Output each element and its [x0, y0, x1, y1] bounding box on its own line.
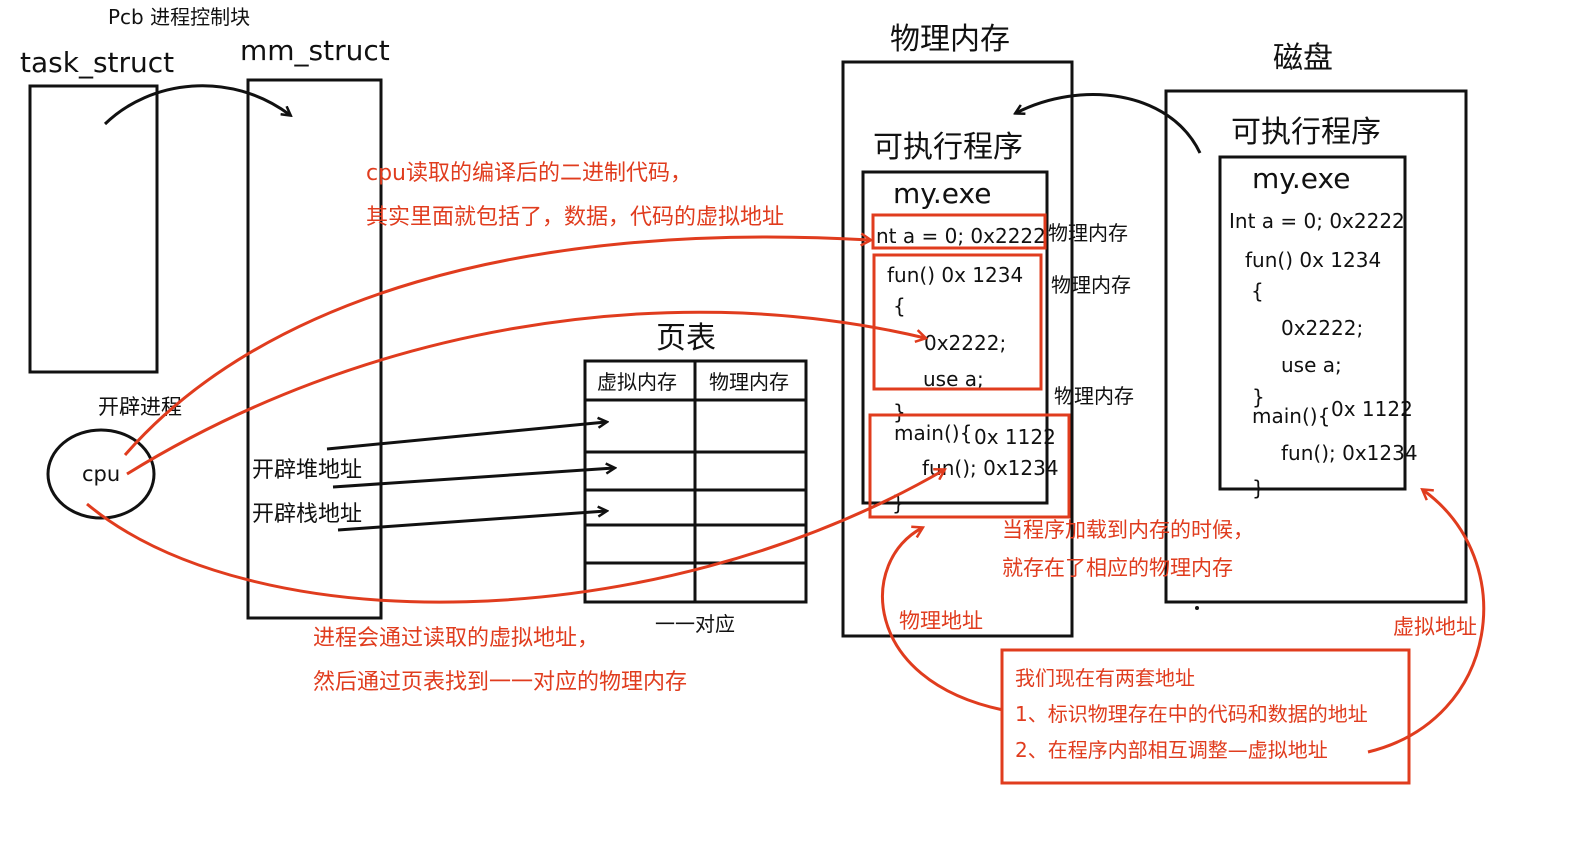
summary-line: 1、标识物理存在中的代码和数据的地址 [1015, 702, 1368, 726]
disk-code-line: use a; [1281, 353, 1342, 377]
summary-line: 2、在程序内部相互调整—虚拟地址 [1015, 738, 1328, 762]
disk-code-line: fun(); 0x1234 [1281, 441, 1418, 465]
mm-to-table-arrow-3 [337, 511, 606, 532]
note-cpu-read: cpu读取的编译后的二进制代码， [366, 161, 692, 186]
highlight-int-a [871, 213, 1047, 250]
page-table-col-virtual: 虚拟内存 [597, 370, 677, 394]
disk-exe-box [1218, 155, 1407, 491]
physical-code-line: 0x2222; [924, 331, 1006, 355]
task-to-mm-arrow [103, 84, 290, 126]
disk-code-line: fun() 0x 1234 [1245, 248, 1381, 272]
physical-code-line: { [893, 294, 906, 318]
disk-code-line: 0x2222; [1281, 316, 1363, 340]
physical-code-line: } [893, 400, 906, 424]
summary-to-memory-arrow [881, 528, 1004, 712]
page-table-col-physical: 物理内存 [709, 370, 789, 394]
summary-to-disk-arrow [1367, 490, 1486, 754]
physical-side-label: 物理内存 [1054, 384, 1134, 408]
physical-side-label: 物理内存 [1051, 273, 1131, 297]
physical-code-line: fun(); 0x1234 [922, 456, 1059, 480]
highlight-main [868, 413, 1071, 519]
physical-code-line: use a; [923, 367, 984, 391]
disk-to-memory-arrow [1016, 93, 1202, 154]
disk-code-line: Int a = 0; 0x2222 [1229, 209, 1405, 233]
cpu-to-main-arrow [86, 470, 944, 604]
physical-exe-filename: my.exe [893, 177, 991, 210]
disk-dot [1195, 606, 1199, 610]
note-process: 进程会通过读取的虚拟地址， [313, 626, 599, 651]
mm-struct-box [246, 78, 383, 620]
note-cpu-read: 其实里面就包括了，数据，代码的虚拟地址 [366, 205, 784, 230]
note-physical-address: 物理地址 [899, 609, 983, 633]
stack-label: 开辟栈地址 [252, 502, 362, 527]
disk-title: 磁盘 [1273, 41, 1333, 76]
disk-exe-filename: my.exe [1252, 162, 1350, 195]
physical-code-line: main(){ [894, 421, 972, 445]
physical-exe-heading: 可执行程序 [873, 130, 1023, 165]
task-struct-label: task_struct [20, 46, 174, 79]
cpu-circle [46, 428, 156, 520]
page-table-title: 页表 [656, 321, 716, 356]
physical-memory-title: 物理内存 [890, 22, 1010, 57]
physical-code-line: nt a = 0; 0x2222 [876, 224, 1046, 248]
pcb-heading: Pcb 进程控制块 [108, 5, 250, 29]
highlight-fun [872, 253, 1043, 391]
heap-label: 开辟堆地址 [252, 458, 362, 483]
mm-to-table-arrow-2 [332, 468, 614, 489]
summary-line: 我们现在有两套地址 [1015, 666, 1195, 690]
physical-exe-box [861, 170, 1049, 505]
summary-box [1000, 648, 1411, 785]
disk-code-line: } [1252, 385, 1265, 409]
note-virtual-address: 虚拟地址 [1393, 615, 1477, 639]
task-struct-box [28, 84, 159, 374]
mm-struct-label: mm_struct [240, 34, 390, 67]
cpu-label: cpu [82, 462, 120, 486]
open-process-label: 开辟进程 [98, 395, 182, 419]
note-process: 然后通过页表找到一一对应的物理内存 [313, 670, 687, 695]
physical-code-line: 0x 1122 [974, 425, 1056, 449]
disk-code-line: { [1251, 279, 1264, 303]
physical-memory-box [841, 60, 1074, 638]
cpu-to-int-a-arrow [123, 237, 870, 456]
page-table-footer: 一一对应 [655, 612, 735, 636]
physical-code-line: fun() 0x 1234 [887, 263, 1023, 287]
disk-exe-heading: 可执行程序 [1231, 115, 1381, 150]
disk-code-line: main(){ [1252, 404, 1330, 428]
note-load: 当程序加载到内存的时候， [1002, 518, 1254, 542]
page-table [583, 359, 808, 604]
mm-to-table-arrow-1 [326, 422, 606, 451]
cpu-to-fun-arrow [126, 310, 925, 476]
physical-side-label: 物理内存 [1048, 221, 1128, 245]
disk-box [1164, 89, 1468, 604]
note-load: 就存在了相应的物理内存 [1002, 556, 1233, 580]
disk-code-line: 0x 1122 [1331, 397, 1413, 421]
disk-code-line: } [1252, 476, 1265, 500]
